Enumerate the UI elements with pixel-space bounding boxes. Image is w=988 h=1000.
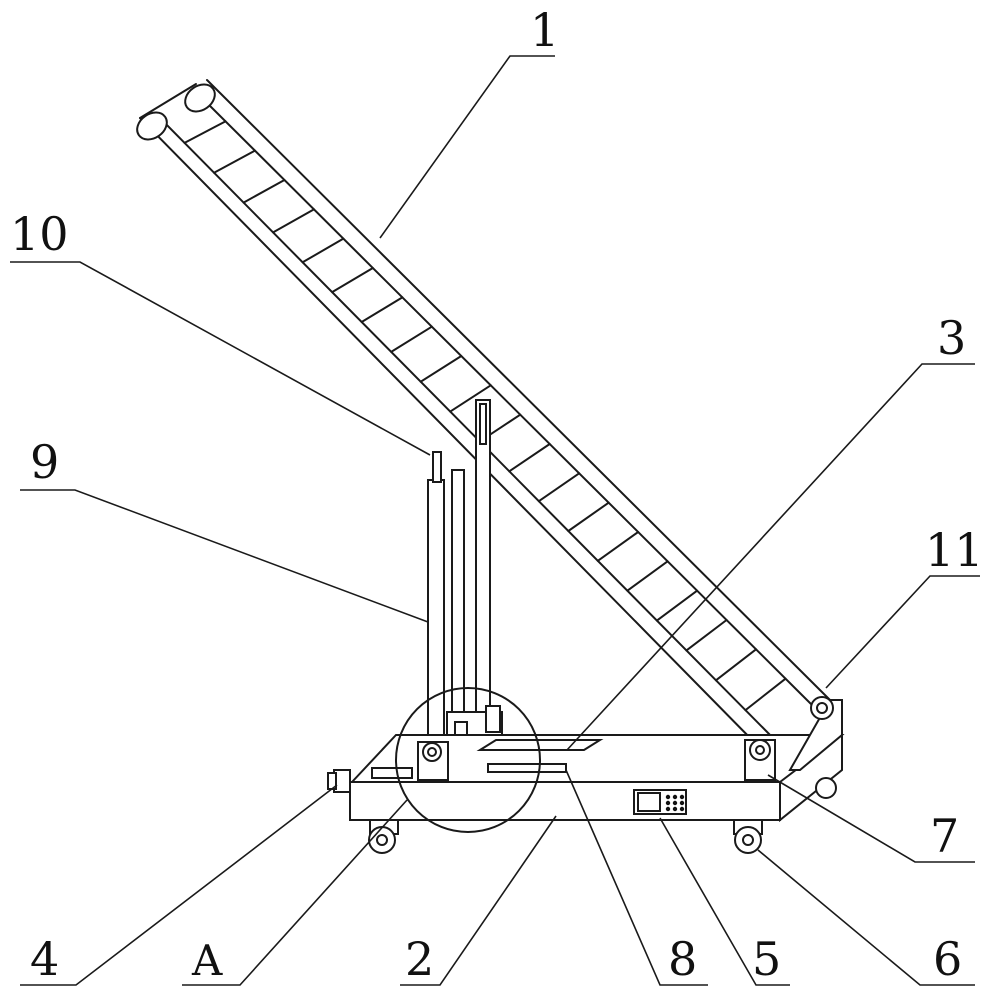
label-6: 6 — [933, 932, 962, 986]
label-8: 8 — [668, 932, 697, 986]
conveyor-slat — [567, 501, 610, 532]
label-2: 2 — [405, 932, 434, 986]
conveyor-slat — [449, 384, 492, 413]
conveyor-slat — [685, 619, 728, 652]
conveyor-slats — [183, 120, 787, 712]
label-1: 1 — [530, 3, 559, 57]
wheel-left — [368, 819, 399, 854]
conveyor-slat — [744, 677, 787, 712]
conveyor-slat — [596, 531, 640, 562]
label-a: A — [191, 936, 223, 985]
conveyor-slat — [714, 648, 758, 682]
label-10: 10 — [10, 207, 69, 261]
base-cart — [327, 696, 845, 823]
conveyor-slat — [537, 472, 581, 503]
leader-lines — [10, 55, 980, 986]
conveyor-slat — [390, 325, 433, 353]
conveyor-slat — [419, 355, 463, 383]
conveyor-slat — [301, 237, 345, 264]
conveyor-slat — [360, 296, 404, 323]
label-5: 5 — [752, 932, 781, 986]
conveyor-slat — [331, 267, 374, 294]
label-4: 4 — [30, 932, 59, 986]
conveyor-slat — [508, 443, 551, 473]
detail-circle-a — [395, 687, 541, 833]
conveyor-slat — [183, 120, 227, 144]
wheel-back — [815, 777, 837, 799]
label-3: 3 — [937, 311, 966, 365]
conveyor-slat — [213, 149, 256, 174]
wheel-right — [733, 819, 763, 854]
conveyor-slat — [272, 208, 315, 234]
inclined-conveyor — [136, 79, 831, 749]
label-11: 11 — [925, 523, 984, 577]
label-7: 7 — [930, 809, 959, 863]
conveyor-slat — [626, 560, 669, 592]
support-column — [427, 399, 503, 753]
conveyor-slat — [242, 179, 286, 204]
label-9: 9 — [30, 435, 59, 489]
conveyor-slat — [655, 589, 699, 622]
